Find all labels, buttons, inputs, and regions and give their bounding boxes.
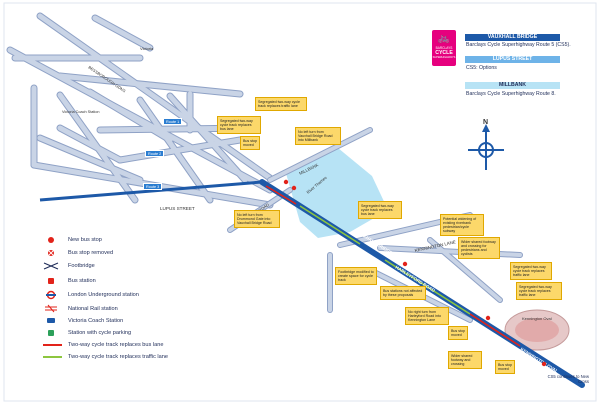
millbank-key-title: MILLBANK bbox=[465, 82, 560, 89]
legend-icons bbox=[43, 237, 62, 358]
pimlico-road-fill bbox=[7, 13, 273, 208]
callout-no-right-turn: No right turn from Harleyford Road into … bbox=[405, 307, 449, 325]
logo-cycle-text: CYCLE bbox=[435, 50, 453, 56]
two-way-bus-segment bbox=[469, 313, 521, 347]
callout-bus-lane-mid: Segregated two-way cycle track replaces … bbox=[358, 201, 402, 219]
footbridge-icon bbox=[43, 262, 59, 270]
legend-row: Bus station bbox=[42, 275, 96, 287]
legend-label: Victoria Coach Station bbox=[68, 318, 124, 324]
legend-label: Two-way cycle track replaces bus lane bbox=[68, 342, 164, 348]
two-way-traffic-segment-1 bbox=[299, 205, 361, 245]
national-rail-icon bbox=[45, 304, 57, 313]
vauxhall-key-desc: Barclays Cycle Superhighway Route 5 (CS5… bbox=[466, 42, 571, 48]
callout-no-left-turn-drummond: No left turn from Drummond Gate into Vau… bbox=[234, 210, 280, 228]
callout-traffic-lane-east: Segregated two-way cycle track replaces … bbox=[510, 262, 552, 280]
lupus-street-label: LUPUS STREET bbox=[160, 206, 195, 211]
two-way-traffic-segment-2 bbox=[384, 259, 471, 315]
map-border bbox=[3, 2, 597, 402]
underground-icon bbox=[46, 290, 56, 300]
legend-row: London Underground station bbox=[42, 289, 139, 301]
legend-row: Footbridge bbox=[42, 260, 95, 272]
callout-bus-stop-moved-1: Bus stop moved bbox=[240, 136, 260, 150]
bus-station-icon bbox=[48, 278, 54, 284]
coach-station-icon bbox=[47, 318, 55, 323]
callout-traffic-lane-north: Segregated two-way cycle track replaces … bbox=[255, 97, 307, 111]
new-bus-stop-marker bbox=[541, 361, 547, 367]
callout-shared-footway-1: Wider shared footway and crossing for pe… bbox=[458, 237, 500, 260]
lupus-street-route bbox=[39, 180, 263, 202]
route-1-badge: Route 1 bbox=[163, 118, 183, 125]
victoria-label: Victoria bbox=[140, 46, 154, 51]
legend-row: Station with cycle parking bbox=[42, 327, 131, 339]
legend-label: Two-way cycle track replaces traffic lan… bbox=[68, 354, 168, 360]
cycle-parking-icon bbox=[48, 330, 54, 336]
callout-bus-stop-moved-3: Bus stop moved bbox=[495, 360, 515, 374]
bus-stop-removed-icon bbox=[48, 250, 54, 256]
route-3-badge: Route 3 bbox=[143, 183, 163, 190]
vauxhall-key-title: VAUXHALL BRIDGE bbox=[465, 34, 560, 41]
legend-row: National Rail station bbox=[42, 303, 118, 315]
new-bus-stop-marker bbox=[402, 261, 408, 267]
legend-label: Station with cycle parking bbox=[68, 330, 132, 336]
new-bus-stop-marker bbox=[283, 179, 289, 185]
new-bus-stop-marker bbox=[485, 315, 491, 321]
legend-row: New bus stop bbox=[42, 234, 102, 246]
callout-traffic-lane-south: Segregated two-way cycle track replaces … bbox=[516, 282, 562, 300]
callout-bus-stations: Bus stations not affected by these propo… bbox=[380, 286, 426, 300]
callout-shared-footway-2: Wider shared footway and crossing bbox=[448, 351, 482, 369]
legend-label: Bus stop removed bbox=[68, 250, 114, 256]
lupus-key-title: LUPUS STREET bbox=[465, 56, 560, 63]
logo-superhighways-text: SUPERHIGHWAYS bbox=[432, 56, 456, 59]
legend-label: Bus station bbox=[68, 278, 96, 284]
callout-bus-lane-north: Segregated two-way cycle track replaces … bbox=[217, 116, 261, 134]
coach-station-label: Victoria Coach Station bbox=[62, 110, 100, 114]
two-way-bus-segment-north bbox=[265, 185, 297, 205]
legend-label: New bus stop bbox=[68, 237, 102, 243]
callout-footbridge: Footbridge modified to create space for … bbox=[335, 267, 377, 285]
callout-bus-stop-moved-2: Bus stop moved bbox=[448, 326, 468, 340]
millbank-key-desc: Barclays Cycle Superhighway Route 8. bbox=[466, 91, 556, 97]
new-bus-stop-marker bbox=[291, 185, 297, 191]
legend-label: Footbridge bbox=[68, 263, 95, 269]
lupus-key-desc: CS5: Options bbox=[466, 65, 497, 71]
compass-north-label: N bbox=[483, 119, 488, 126]
new-bus-stop-icon bbox=[48, 237, 54, 243]
compass-icon bbox=[468, 124, 504, 170]
oval-pitch bbox=[515, 318, 559, 342]
legend-label: National Rail station bbox=[68, 306, 118, 312]
oval-label: Kennington Oval bbox=[522, 316, 552, 321]
cycle-superhighway-logo: 🚲 BARCLAYS CYCLE SUPERHIGHWAYS bbox=[432, 30, 456, 66]
legend-row: Two-way cycle track replaces bus lane bbox=[42, 339, 163, 351]
callout-subway-widening: Potential widening of existing riverbank… bbox=[440, 214, 484, 237]
legend-row: Bus stop removed bbox=[42, 247, 113, 259]
legend-row: Victoria Coach Station bbox=[42, 315, 123, 327]
logo-barclays-text: BARCLAYS bbox=[435, 46, 453, 50]
cs5-continues-note: CS5 continues to New Cross bbox=[547, 374, 589, 384]
route-2-badge: Route 2 bbox=[145, 150, 165, 157]
callout-no-left-turn-millbank: No left turn from Vauxhall Bridge Road i… bbox=[295, 127, 341, 145]
legend-row: Two-way cycle track replaces traffic lan… bbox=[42, 351, 168, 363]
bicycle-icon: 🚲 bbox=[437, 33, 451, 44]
legend-label: London Underground station bbox=[68, 292, 139, 298]
